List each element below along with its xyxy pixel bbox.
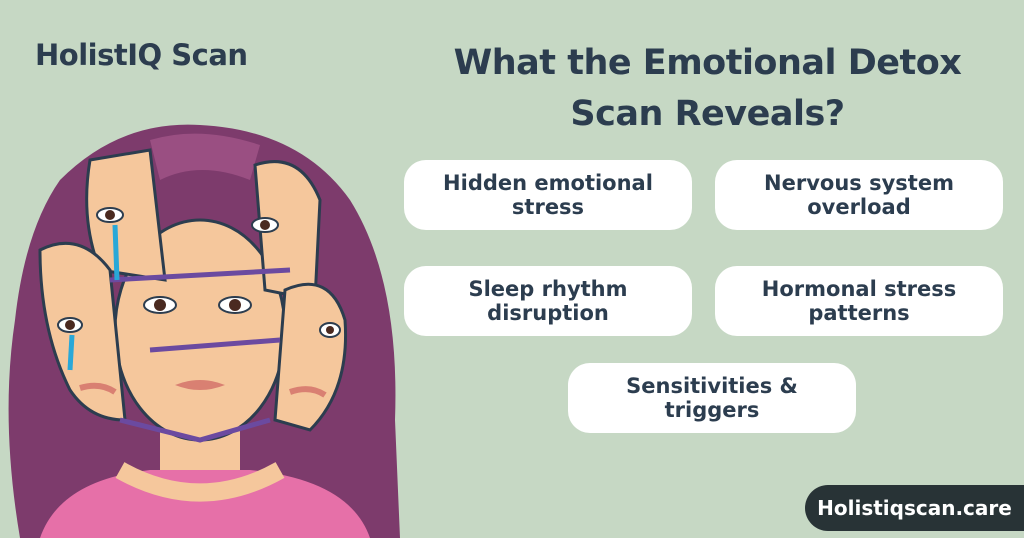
card-hidden-emotional-stress: Hidden emotional stress — [404, 160, 692, 230]
card-sensitivities-triggers: Sensitivities & triggers — [568, 363, 856, 433]
card-label: Hidden emotional stress — [443, 171, 653, 219]
card-label: Sleep rhythm disruption — [468, 277, 628, 325]
fragmented-face-illustration — [8, 124, 400, 538]
card-sleep-rhythm-disruption: Sleep rhythm disruption — [404, 266, 692, 336]
card-hormonal-stress-patterns: Hormonal stress patterns — [715, 266, 1003, 336]
card-label: Sensitivities & triggers — [626, 374, 798, 422]
card-label: Nervous system overload — [764, 171, 954, 219]
brand-title: HolistIQ Scan — [35, 38, 248, 72]
page-title: What the Emotional Detox Scan Reveals? — [453, 43, 962, 134]
card-nervous-system-overload: Nervous system overload — [715, 160, 1003, 230]
website-badge[interactable]: Holistiqscan.care — [805, 485, 1024, 531]
card-label: Hormonal stress patterns — [761, 277, 957, 325]
